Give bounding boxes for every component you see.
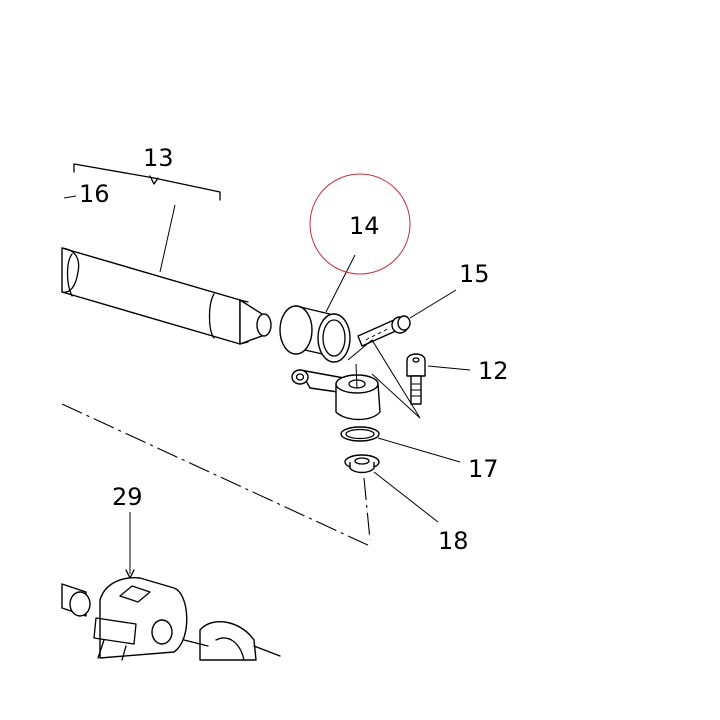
callout-13: 13 [143,144,174,172]
callout-29: 29 [112,483,143,511]
highlight-circle-14 [309,173,411,275]
bracket-13 [73,163,221,273]
part-12-screw [406,353,471,405]
callout-16: 16 [79,180,110,208]
callout-18: 18 [438,527,469,555]
callout-17: 17 [468,455,499,483]
callout-12: 12 [478,357,509,385]
part-15-bolt [357,289,457,347]
part-29-assembly [61,512,281,661]
part-17-o-ring [340,426,461,463]
clevis-bracket [291,363,381,421]
callout-14: 14 [349,212,380,240]
alignment-lines [347,339,421,419]
assembly-axis-lines [61,403,373,548]
part-18-washer [344,454,439,523]
leader-16 [63,195,77,199]
part-14-bushing [279,254,356,363]
callout-15: 15 [459,260,490,288]
part-13-cylinder [61,247,272,345]
